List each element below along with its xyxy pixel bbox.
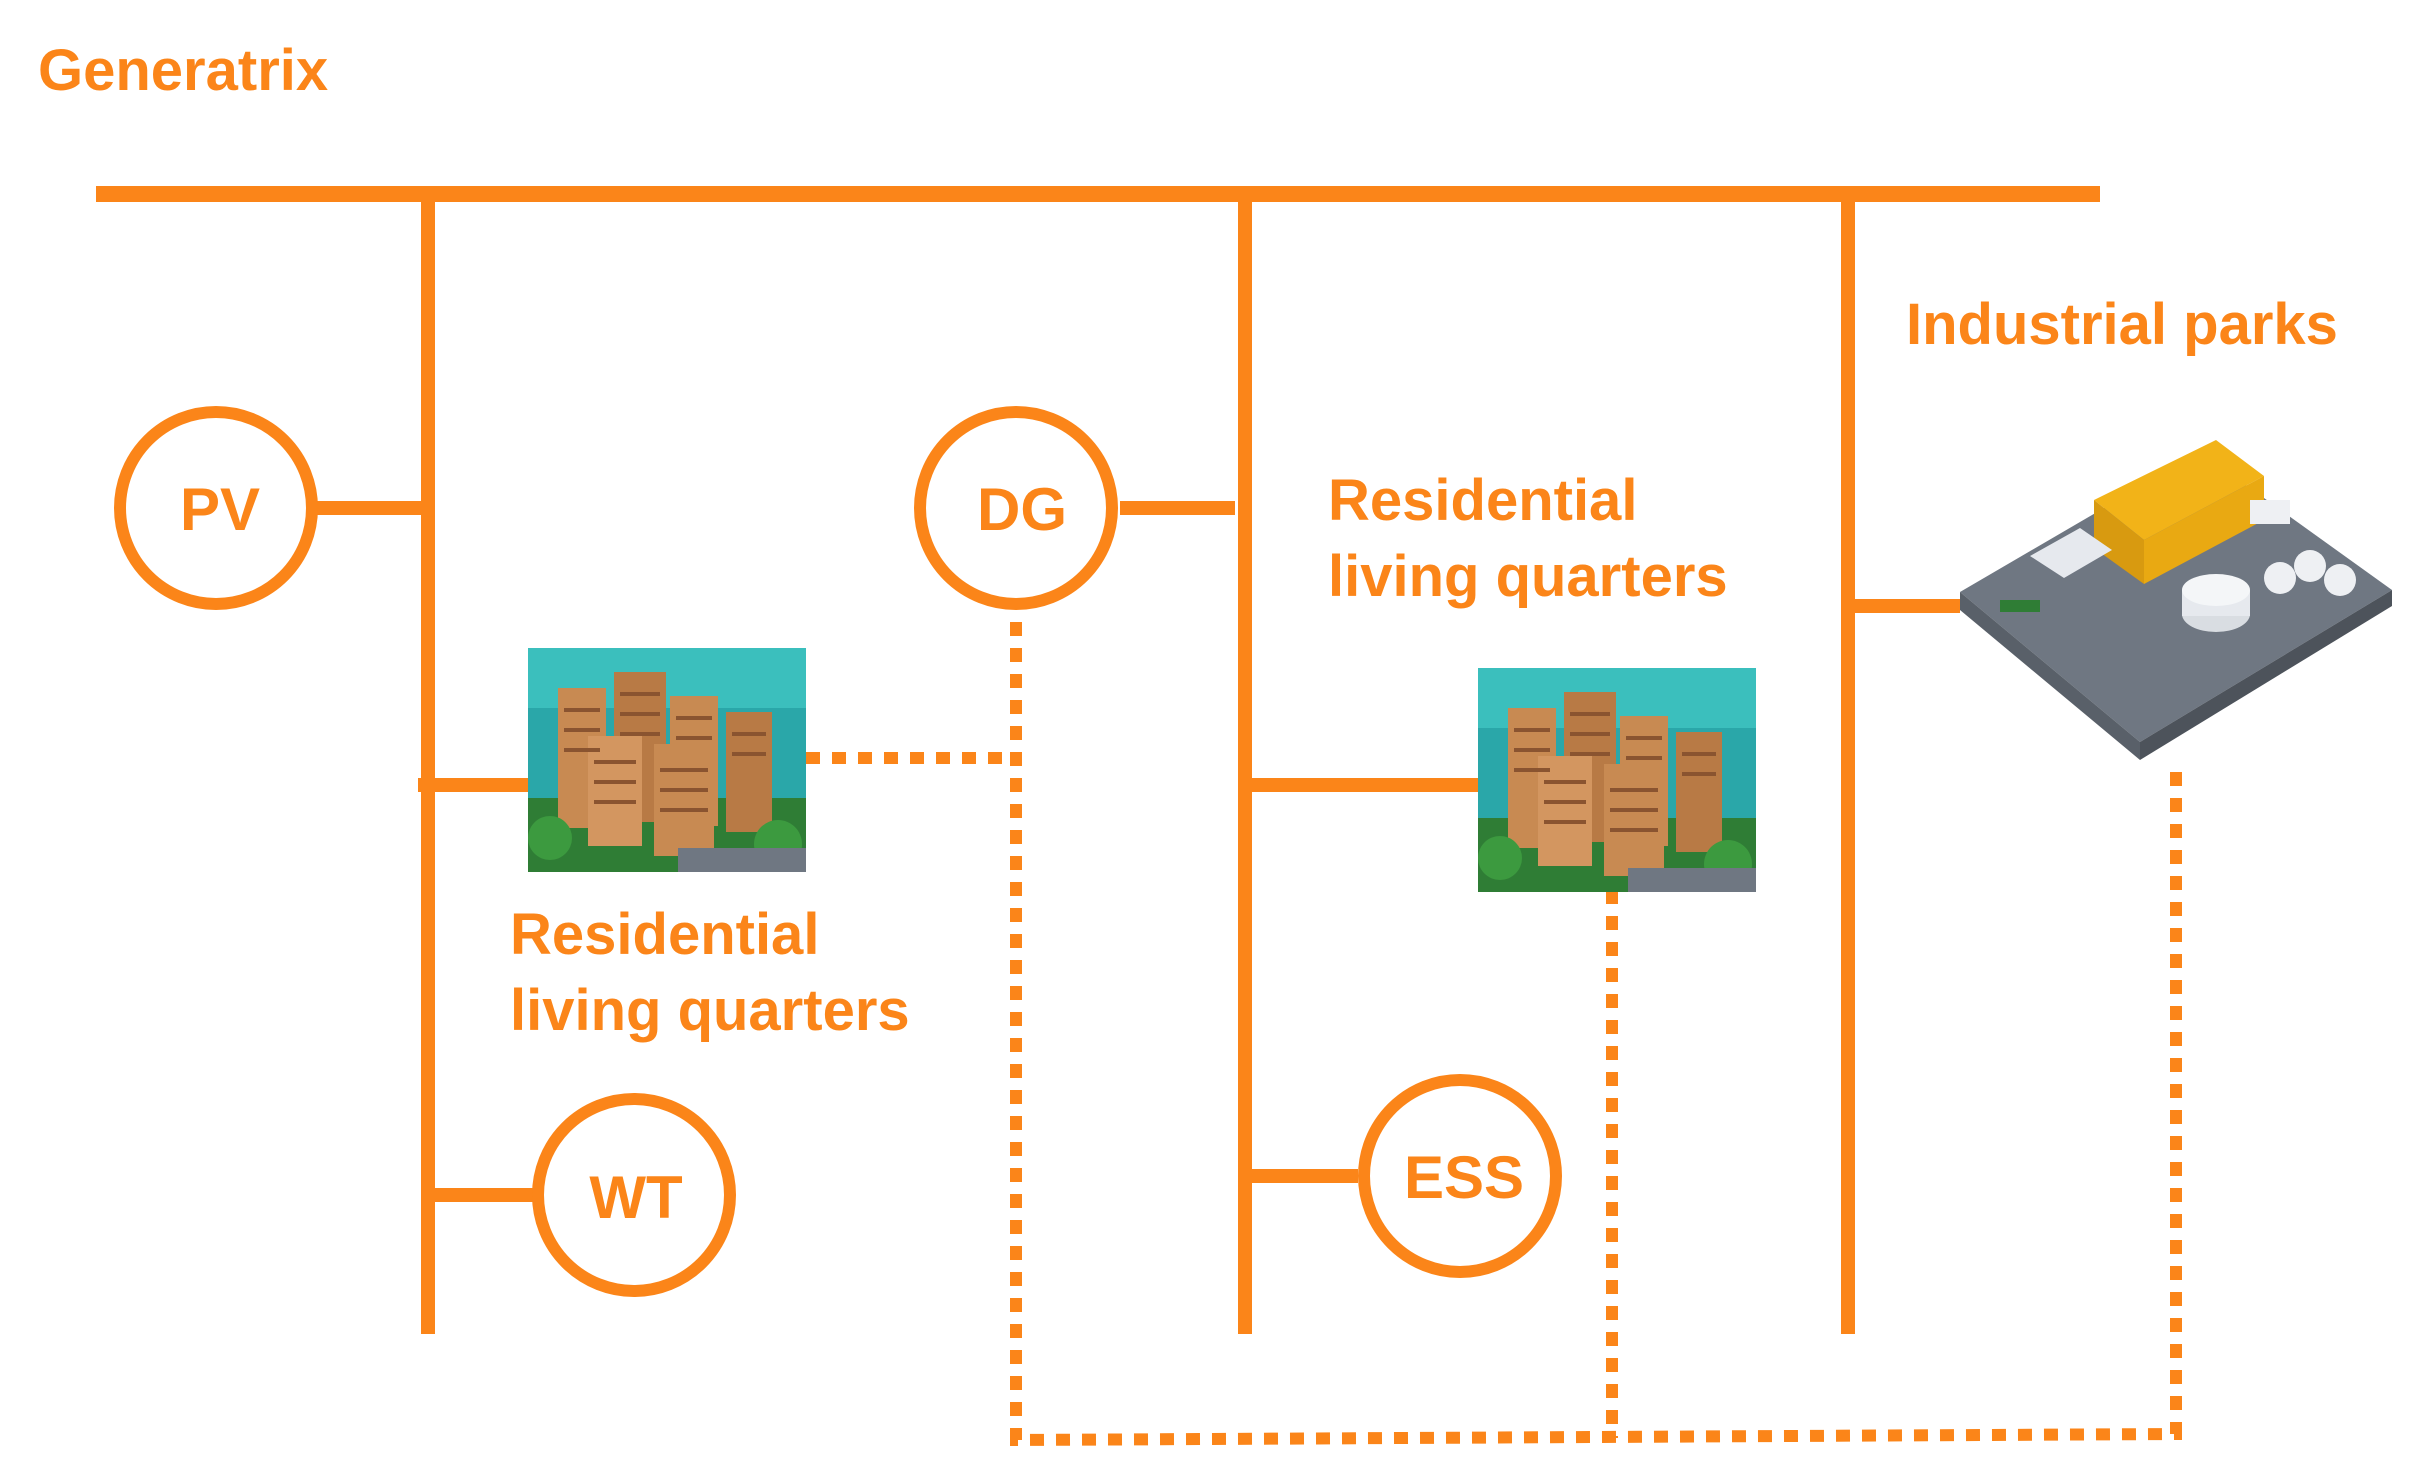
residential-right-image [1478,668,1756,892]
dotted-links [806,622,2182,1447]
dg-node-label: DG [977,476,1067,543]
residential-left-label: Residential living quarters [510,902,910,1043]
ess-node-circle [1358,1074,1562,1278]
residential-right-label-line1: Residential [1328,468,1637,533]
wt-node-label: WT [589,1164,682,1231]
ess-node-label: ESS [1404,1144,1524,1211]
residential-left-label-line2: living quarters [510,978,910,1043]
diagram-title: Generatrix [38,38,328,103]
residential-left-label-line1: Residential [510,902,819,967]
wt-node-circle [532,1093,736,1297]
dg-node-circle [914,406,1118,610]
residential-right-label: Residential living quarters [1328,468,1728,609]
industrial-park-image [1960,440,2392,760]
pv-node-label: PV [180,476,260,543]
residential-left-image [528,648,806,872]
pv-node-circle [114,406,318,610]
industrial-parks-label: Industrial parks [1906,292,2338,357]
residential-right-label-line2: living quarters [1328,544,1728,609]
